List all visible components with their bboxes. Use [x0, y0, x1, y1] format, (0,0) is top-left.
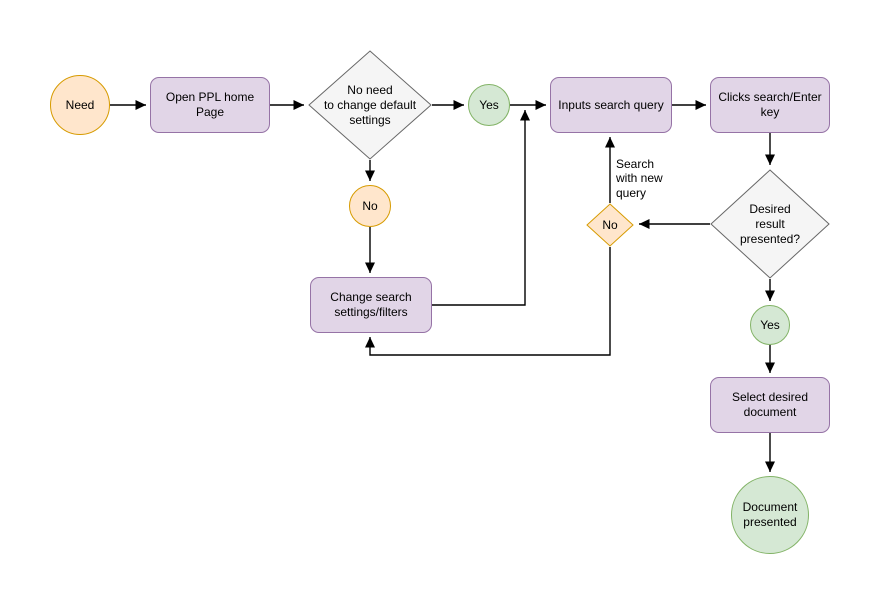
node-decision-no-result-label: No	[602, 217, 618, 232]
edge-change-settings-to-inputs-line	[432, 110, 530, 306]
node-decision-desired-result-presented: Desired result presented?	[710, 169, 830, 279]
node-yes-default-label: Yes	[479, 97, 499, 112]
diamond-shape	[308, 50, 432, 160]
node-yes-result: Yes	[750, 305, 790, 345]
node-decision-no-need-to-change-settings: No need to change default settings	[308, 50, 432, 160]
edge-no-to-change-settings-loop	[365, 247, 611, 356]
node-yes-default-settings: Yes	[468, 84, 510, 126]
node-yes-result-label: Yes	[760, 317, 780, 332]
node-no-default-label: No	[362, 198, 378, 213]
node-decision-no-need-label: No need to change default settings	[323, 82, 417, 127]
node-select-desired-document-label: Select desired document	[731, 390, 809, 419]
node-select-desired-document: Select desired document	[710, 377, 830, 433]
node-clicks-search-enter-key: Clicks search/Enter key	[710, 77, 830, 133]
node-document-presented-label: Document presented	[742, 500, 798, 529]
node-clicks-search-label: Clicks search/Enter key	[718, 90, 822, 119]
node-document-presented: Document presented	[731, 476, 809, 554]
node-need: Need	[50, 75, 110, 135]
node-inputs-search-query: Inputs search query	[550, 77, 672, 133]
edge-label-search-with-new-query: Search with new query	[616, 157, 663, 200]
diamond-shape	[586, 203, 634, 247]
node-decision-desired-result-label: Desired result presented?	[739, 201, 801, 246]
node-need-label: Need	[65, 97, 95, 112]
diamond-shape	[710, 169, 830, 279]
node-decision-no-result: No	[586, 203, 634, 247]
node-open-ppl-home-page-label: Open PPL home Page	[165, 90, 255, 119]
node-no-default-settings: No	[349, 185, 391, 227]
node-change-search-settings-label: Change search settings/filters	[330, 290, 412, 319]
node-change-search-settings: Change search settings/filters	[310, 277, 432, 333]
node-open-ppl-home-page: Open PPL home Page	[150, 77, 270, 133]
node-inputs-search-query-label: Inputs search query	[558, 97, 664, 112]
